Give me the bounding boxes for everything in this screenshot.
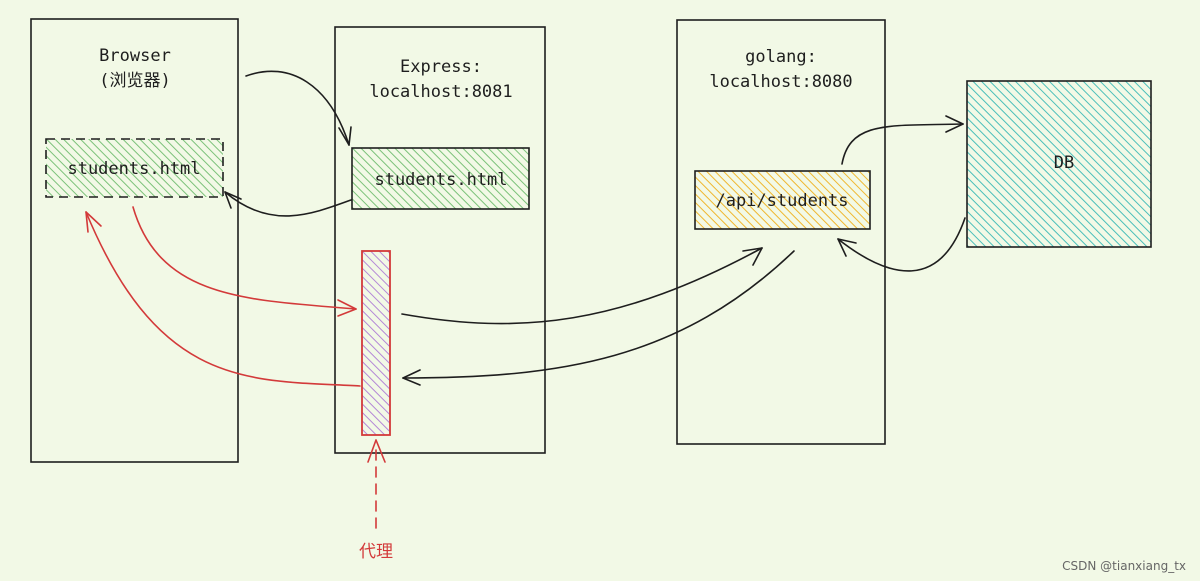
express-title: Express: bbox=[400, 57, 482, 77]
arrow-proxy-to-browser bbox=[85, 211, 361, 387]
browser-title: Browser bbox=[99, 46, 171, 66]
golang-host: localhost:8080 bbox=[709, 72, 852, 92]
browser-subtitle: (浏览器) bbox=[99, 71, 170, 91]
golang-container: golang: localhost:8080 bbox=[676, 19, 886, 445]
express-students-html-box: students.html bbox=[351, 147, 530, 210]
arrow-db-to-api bbox=[837, 217, 966, 272]
arrow-browser-to-express bbox=[245, 70, 350, 146]
express-host: localhost:8081 bbox=[369, 82, 512, 102]
browser-container: Browser (浏览器) bbox=[30, 18, 239, 463]
api-endpoint-label: /api/students bbox=[715, 191, 848, 211]
browser-students-html-box: students.html bbox=[45, 138, 224, 198]
db-label: DB bbox=[1054, 153, 1074, 173]
watermark: CSDN @tianxiang_tx bbox=[1062, 559, 1186, 573]
black-arrows bbox=[224, 70, 966, 386]
api-students-box: /api/students bbox=[694, 170, 871, 230]
arrow-api-to-proxy bbox=[402, 250, 795, 379]
proxy-bar bbox=[361, 250, 391, 436]
golang-title: golang: bbox=[745, 47, 817, 67]
arrow-browser-to-proxy bbox=[132, 206, 357, 310]
express-container: Express: localhost:8081 bbox=[334, 26, 546, 454]
arrow-proxy-to-api bbox=[401, 247, 763, 325]
browser-file-label: students.html bbox=[67, 159, 200, 179]
express-file-label: students.html bbox=[374, 170, 507, 190]
arrow-express-to-browser bbox=[224, 191, 352, 217]
red-arrows bbox=[85, 206, 386, 529]
arrow-api-to-db bbox=[841, 123, 964, 165]
db-box: DB bbox=[966, 80, 1152, 248]
proxy-label: 代理 bbox=[359, 542, 393, 562]
